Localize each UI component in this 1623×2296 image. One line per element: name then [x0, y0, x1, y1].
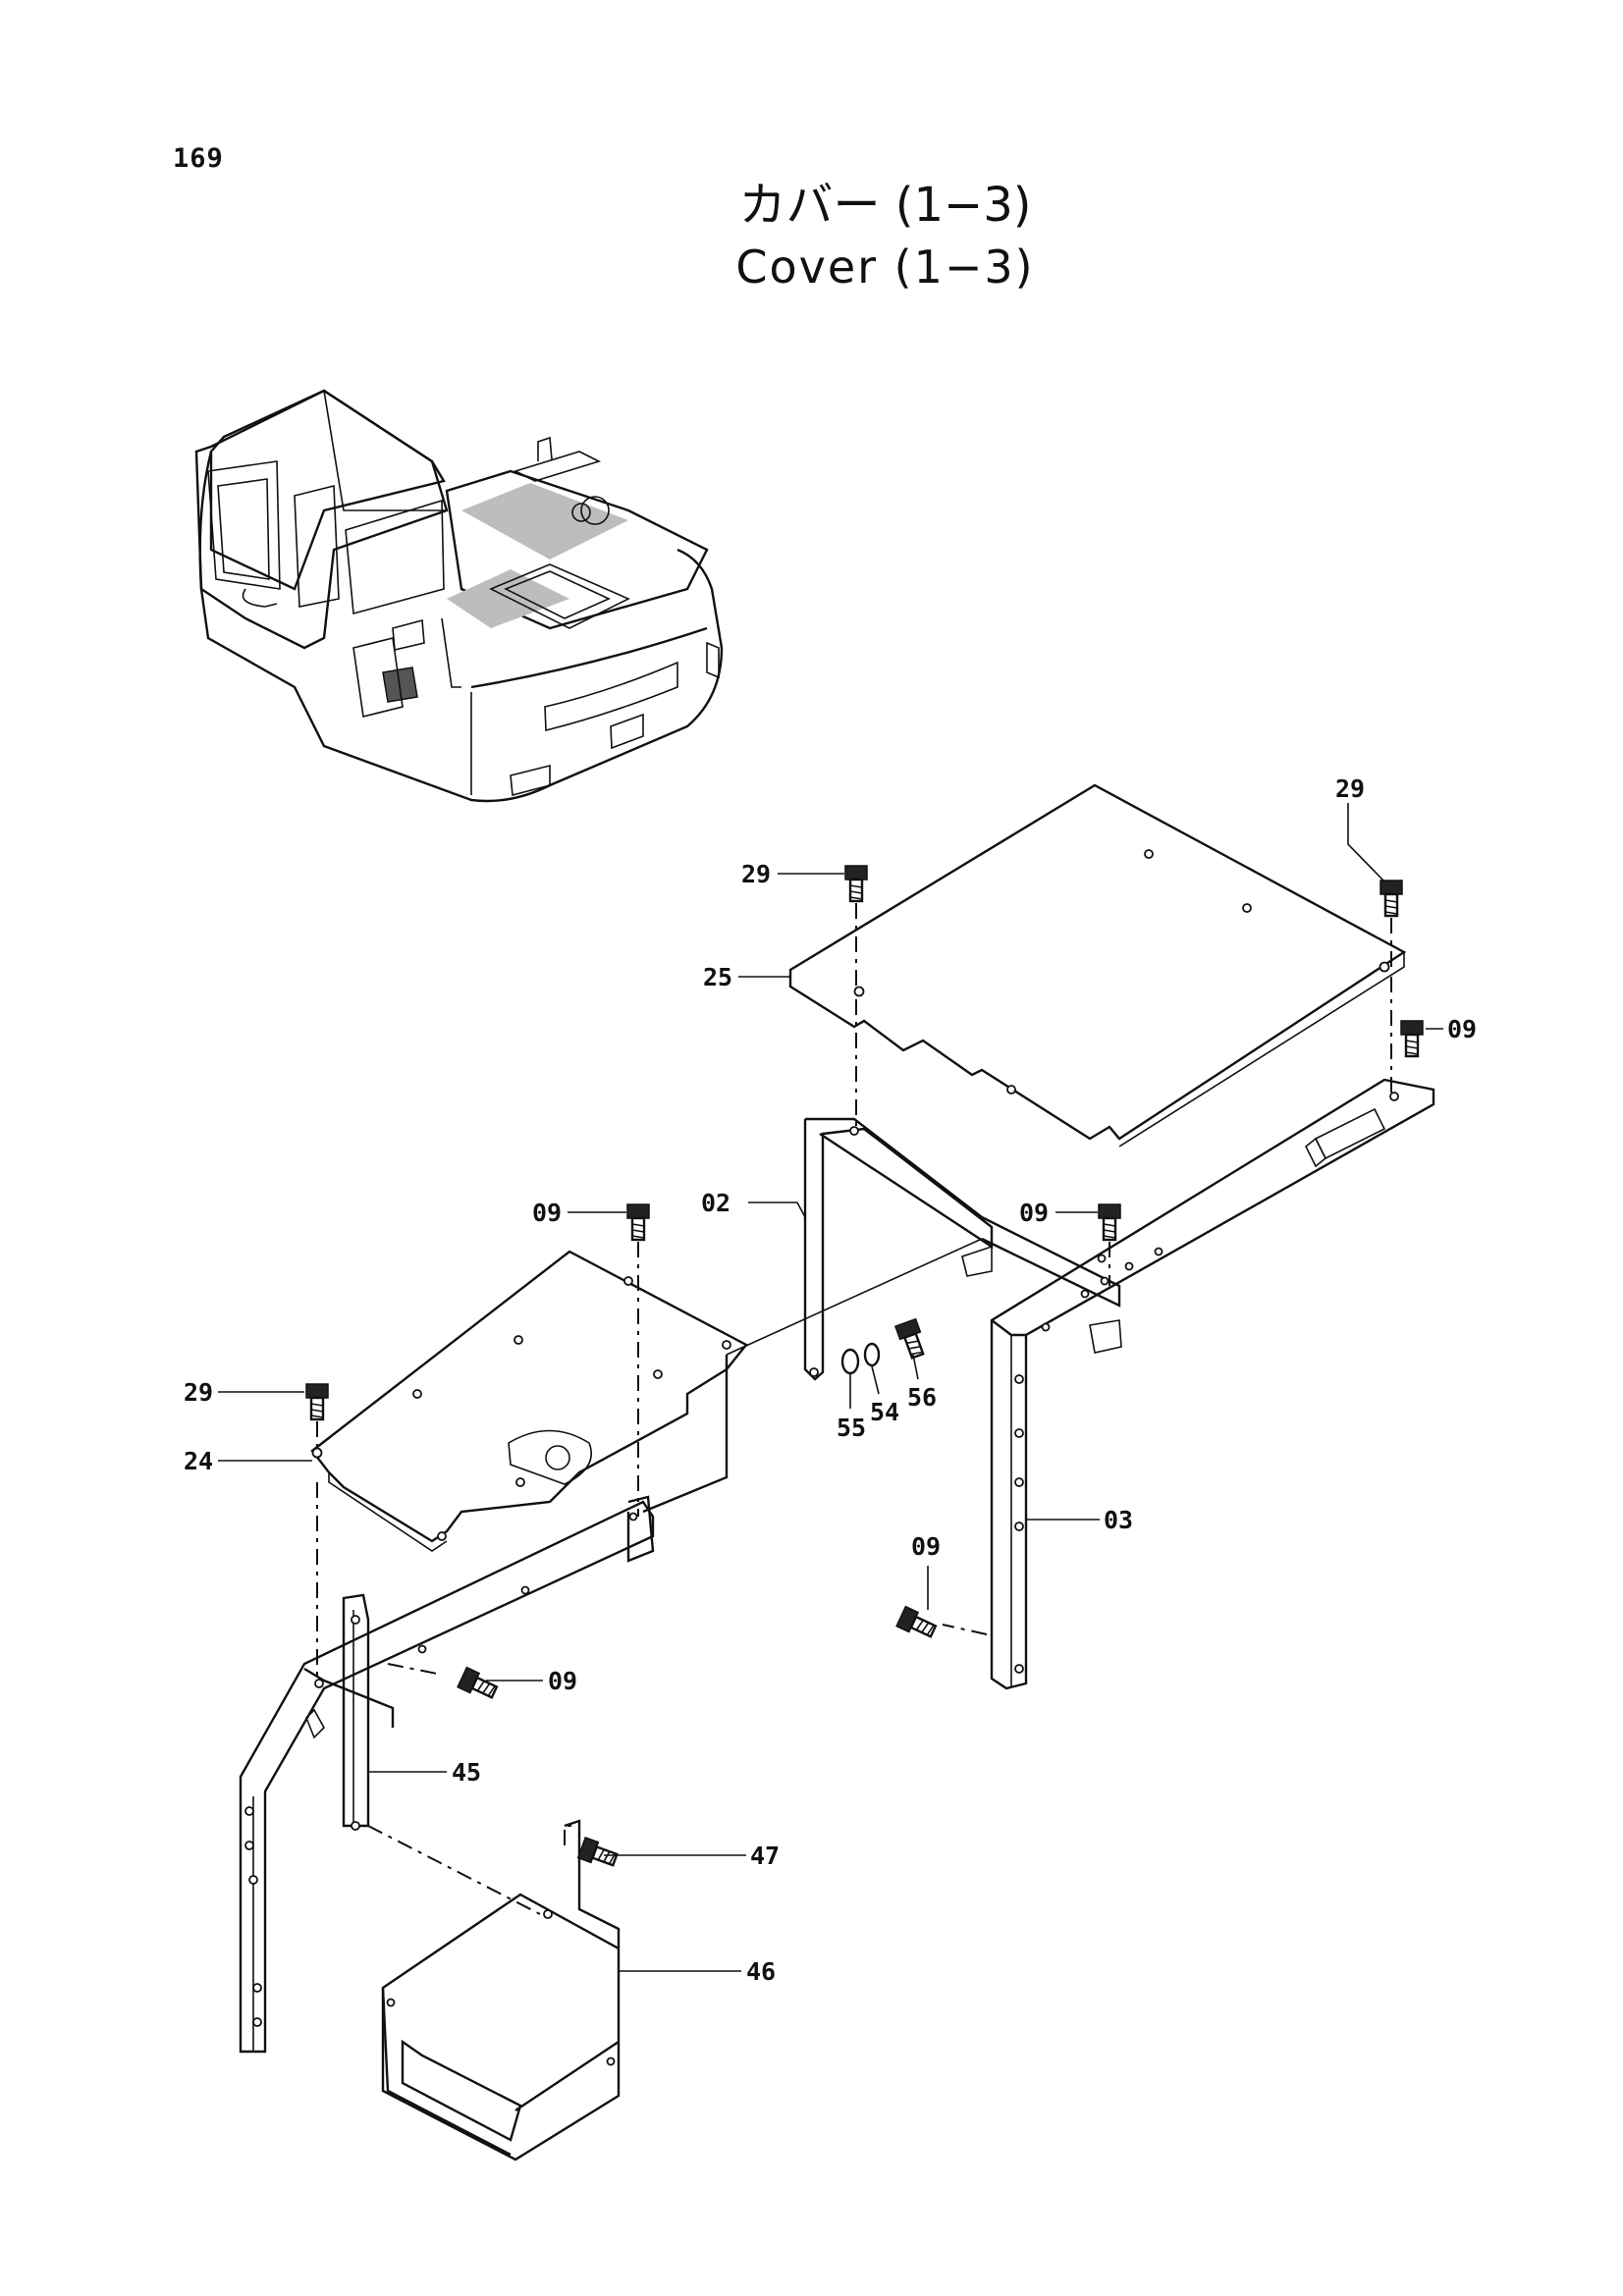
spring-washer-icon [840, 1348, 860, 1375]
bolt-icon [893, 1317, 925, 1360]
bolt-icon [626, 1203, 650, 1242]
bolt-icon [895, 1605, 938, 1638]
callout-56: 56 [907, 1383, 937, 1412]
bolt-icon [844, 865, 868, 903]
part-46-box [381, 1819, 621, 2162]
part-02-frame [803, 1117, 1122, 1381]
callout-55: 55 [837, 1414, 866, 1442]
bolt-icon [1380, 880, 1403, 918]
title-block: カバー (1−3) Cover (1−3) [0, 175, 1623, 298]
part-45-lower-frame [239, 1355, 729, 2054]
callout-29-top-right: 29 [1335, 774, 1365, 803]
callout-29-top: 29 [741, 860, 771, 888]
bolt-icon [576, 1836, 619, 1867]
part-25-top-cover [788, 783, 1407, 1148]
callout-47: 47 [750, 1842, 780, 1870]
callout-09-right: 09 [1447, 1015, 1477, 1043]
bolt-icon [1098, 1203, 1121, 1242]
callout-02: 02 [701, 1189, 730, 1217]
callout-09-center: 09 [1019, 1199, 1049, 1227]
washer-icon [863, 1342, 881, 1367]
callout-09-lower-right: 09 [911, 1532, 941, 1561]
callout-09-left: 09 [532, 1199, 562, 1227]
callout-09-lower-left: 09 [548, 1667, 577, 1695]
assembly-lines [316, 903, 1392, 1915]
callout-24: 24 [184, 1447, 213, 1475]
callout-46: 46 [746, 1957, 776, 1986]
title-japanese: カバー (1−3) [738, 178, 1032, 233]
page-number: 169 [173, 143, 224, 174]
bolt-icon [457, 1666, 499, 1699]
callout-29-left: 29 [184, 1378, 213, 1407]
fastener-icons [305, 865, 1424, 1867]
callout-labels: 29 29 25 09 09 02 09 29 24 55 54 56 03 0… [184, 774, 1477, 1986]
callout-03: 03 [1104, 1506, 1133, 1534]
bolt-icon [1400, 1020, 1424, 1058]
leader-lines [218, 803, 1443, 1972]
callout-45: 45 [452, 1758, 481, 1787]
excavator-overview-illustration [194, 389, 724, 803]
part-24-side-cover [310, 1250, 748, 1552]
title-english: Cover (1−3) [735, 240, 1035, 294]
part-03-frame [990, 1078, 1435, 1690]
bolt-icon [305, 1383, 329, 1421]
callout-25: 25 [703, 963, 732, 991]
callout-54: 54 [870, 1398, 899, 1426]
